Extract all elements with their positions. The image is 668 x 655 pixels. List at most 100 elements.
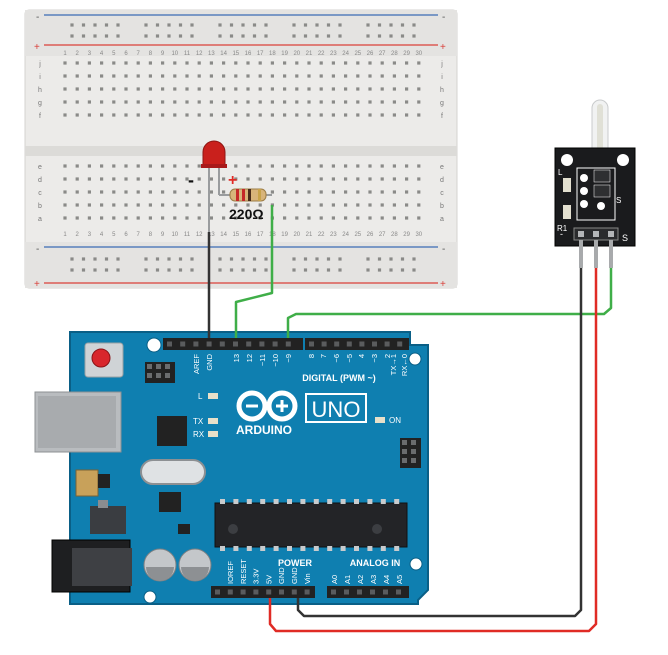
breadboard-hole[interactable]	[173, 177, 177, 181]
breadboard-hole[interactable]	[100, 190, 104, 194]
breadboard-hole[interactable]	[136, 87, 140, 91]
breadboard-hole[interactable]	[222, 216, 226, 220]
breadboard-hole[interactable]	[368, 190, 372, 194]
breadboard-hole[interactable]	[100, 216, 104, 220]
rail-hole[interactable]	[144, 257, 148, 261]
breadboard-hole[interactable]	[63, 61, 67, 65]
breadboard-hole[interactable]	[185, 100, 189, 104]
breadboard-hole[interactable]	[209, 190, 213, 194]
rail-hole[interactable]	[412, 34, 416, 38]
breadboard-hole[interactable]	[234, 203, 238, 207]
breadboard-hole[interactable]	[112, 216, 116, 220]
breadboard-hole[interactable]	[87, 61, 91, 65]
breadboard-hole[interactable]	[148, 100, 152, 104]
breadboard-hole[interactable]	[344, 74, 348, 78]
breadboard-hole[interactable]	[124, 177, 128, 181]
breadboard-hole[interactable]	[331, 74, 335, 78]
breadboard-hole[interactable]	[234, 61, 238, 65]
rail-hole[interactable]	[178, 34, 183, 38]
breadboard-hole[interactable]	[283, 216, 287, 220]
header-pin-hole[interactable]	[240, 589, 246, 595]
rail-hole[interactable]	[389, 34, 393, 38]
rail-hole[interactable]	[292, 257, 296, 261]
breadboard-hole[interactable]	[87, 177, 91, 181]
rail-hole[interactable]	[400, 268, 405, 272]
breadboard-hole[interactable]	[356, 203, 360, 207]
breadboard-hole[interactable]	[161, 87, 165, 91]
breadboard-hole[interactable]	[392, 113, 396, 117]
rail-hole[interactable]	[218, 257, 222, 261]
breadboard-hole[interactable]	[63, 190, 67, 194]
breadboard-hole[interactable]	[417, 113, 421, 117]
rail-hole[interactable]	[116, 268, 120, 272]
rail-hole[interactable]	[167, 23, 171, 27]
breadboard-hole[interactable]	[100, 100, 104, 104]
breadboard-hole[interactable]	[75, 177, 79, 181]
rail-hole[interactable]	[178, 23, 183, 27]
header-pin-hole[interactable]	[272, 341, 278, 347]
breadboard-hole[interactable]	[246, 61, 250, 65]
rail-hole[interactable]	[366, 34, 370, 38]
breadboard-hole[interactable]	[173, 87, 177, 91]
wire-black-gnd-sensor[interactable]	[296, 268, 583, 618]
rail-hole[interactable]	[167, 34, 171, 38]
header-pin-hole[interactable]	[193, 341, 199, 347]
rail-hole[interactable]	[303, 23, 308, 27]
breadboard-hole[interactable]	[75, 87, 79, 91]
wire-red-5v[interactable]	[268, 268, 598, 633]
breadboard-hole[interactable]	[283, 203, 287, 207]
breadboard-hole[interactable]	[380, 100, 384, 104]
breadboard-hole[interactable]	[283, 74, 287, 78]
rail-hole[interactable]	[93, 268, 97, 272]
breadboard-hole[interactable]	[136, 216, 140, 220]
breadboard-hole[interactable]	[417, 177, 421, 181]
breadboard-hole[interactable]	[270, 190, 274, 194]
breadboard-hole[interactable]	[222, 100, 226, 104]
breadboard-hole[interactable]	[380, 113, 384, 117]
breadboard-hole[interactable]	[258, 100, 262, 104]
breadboard-hole[interactable]	[75, 100, 79, 104]
header-pin-hole[interactable]	[346, 341, 352, 347]
breadboard-hole[interactable]	[356, 100, 360, 104]
breadboard-hole[interactable]	[197, 190, 201, 194]
rail-hole[interactable]	[292, 268, 296, 272]
header-pin-hole[interactable]	[396, 589, 401, 595]
breadboard-hole[interactable]	[234, 87, 238, 91]
breadboard-hole[interactable]	[87, 216, 91, 220]
breadboard-hole[interactable]	[258, 74, 262, 78]
breadboard-hole[interactable]	[246, 100, 250, 104]
breadboard-hole[interactable]	[307, 216, 311, 220]
rail-hole[interactable]	[315, 34, 319, 38]
breadboard-hole[interactable]	[417, 164, 421, 168]
breadboard-hole[interactable]	[185, 190, 189, 194]
breadboard-hole[interactable]	[148, 61, 152, 65]
breadboard-hole[interactable]	[270, 61, 274, 65]
breadboard-hole[interactable]	[112, 87, 116, 91]
breadboard-hole[interactable]	[368, 203, 372, 207]
breadboard-hole[interactable]	[380, 203, 384, 207]
breadboard-hole[interactable]	[258, 216, 262, 220]
breadboard-hole[interactable]	[222, 190, 226, 194]
breadboard-hole[interactable]	[185, 74, 189, 78]
breadboard-hole[interactable]	[209, 216, 213, 220]
breadboard-hole[interactable]	[258, 113, 262, 117]
rail-hole[interactable]	[81, 23, 86, 27]
breadboard-hole[interactable]	[136, 177, 140, 181]
breadboard-hole[interactable]	[380, 216, 384, 220]
breadboard-hole[interactable]	[209, 100, 213, 104]
breadboard-hole[interactable]	[344, 61, 348, 65]
breadboard-hole[interactable]	[161, 190, 165, 194]
breadboard-hole[interactable]	[344, 100, 348, 104]
rail-hole[interactable]	[167, 257, 171, 261]
breadboard-hole[interactable]	[185, 87, 189, 91]
header-pin-hole[interactable]	[227, 589, 233, 595]
breadboard-hole[interactable]	[368, 113, 372, 117]
breadboard-hole[interactable]	[234, 216, 238, 220]
breadboard-hole[interactable]	[246, 177, 250, 181]
rail-hole[interactable]	[104, 268, 109, 272]
rail-hole[interactable]	[190, 268, 194, 272]
breadboard-hole[interactable]	[234, 74, 238, 78]
breadboard-hole[interactable]	[222, 87, 226, 91]
breadboard-hole[interactable]	[124, 61, 128, 65]
breadboard-hole[interactable]	[112, 177, 116, 181]
